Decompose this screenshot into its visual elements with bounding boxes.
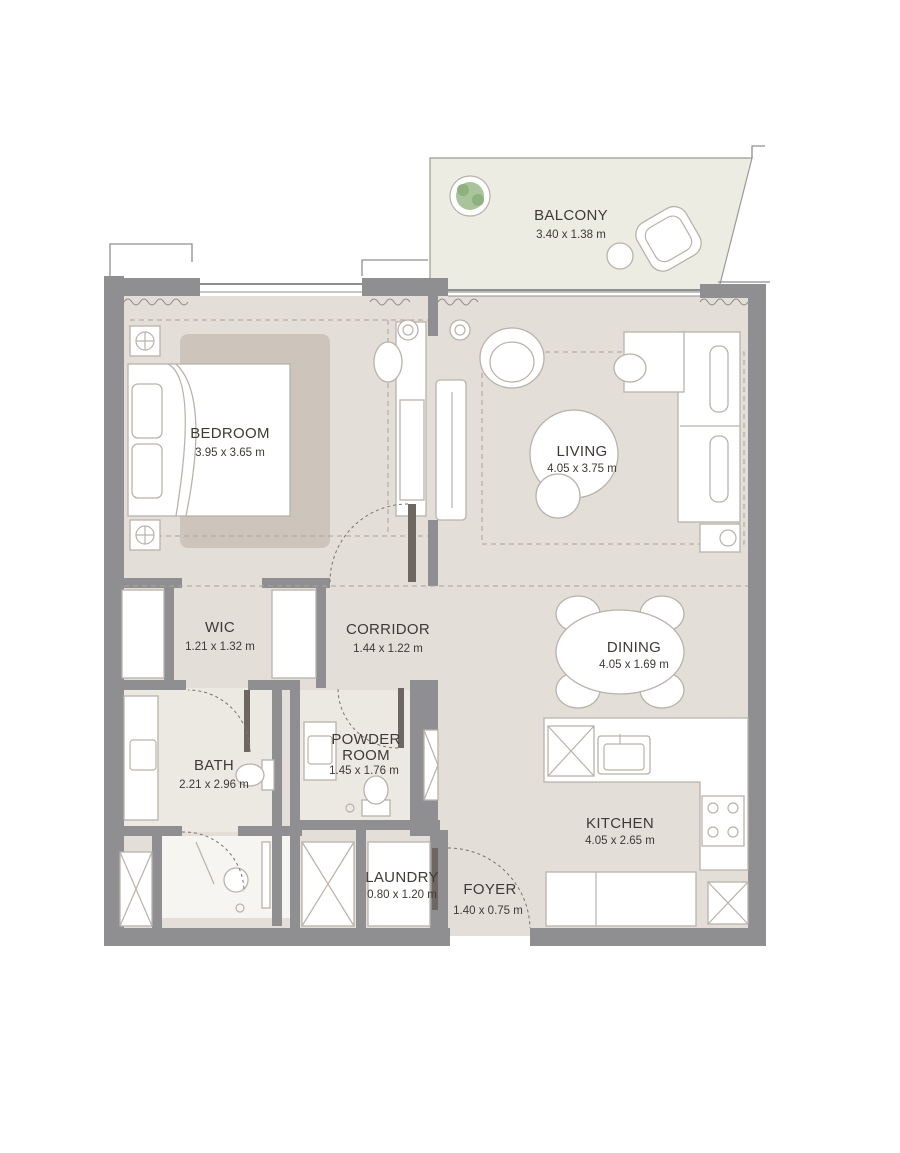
armchair-icon xyxy=(479,327,545,389)
fridge-counter xyxy=(545,871,697,927)
chair-icon xyxy=(373,341,403,383)
powder-room-size: 1.45 x 1.76 m xyxy=(329,765,399,777)
bed-icon xyxy=(127,363,291,517)
sink-icon xyxy=(597,734,651,775)
balcony-size: 3.40 x 1.38 m xyxy=(536,229,606,241)
powder-room-name-1: POWDER xyxy=(331,731,400,748)
foyer-name: FOYER xyxy=(463,881,516,898)
bath-fixtures xyxy=(123,695,275,913)
shower-icon xyxy=(195,841,271,913)
sink-icon xyxy=(303,721,337,781)
wic-size: 1.21 x 1.32 m xyxy=(185,641,255,653)
kitchen-name: KITCHEN xyxy=(586,815,654,832)
sofa-icon xyxy=(613,331,741,523)
counter xyxy=(543,717,749,871)
powder-room-name-2: ROOM xyxy=(342,747,390,764)
bath-size: 2.21 x 2.96 m xyxy=(179,779,249,791)
bedroom-furniture xyxy=(127,319,467,551)
kitchen-furniture xyxy=(543,717,749,927)
dining-size: 4.05 x 1.69 m xyxy=(599,659,669,671)
bedroom-name: BEDROOM xyxy=(190,425,270,442)
stove-icon xyxy=(701,795,745,847)
doors xyxy=(181,503,531,929)
laundry-size: 0.80 x 1.20 m xyxy=(367,889,437,901)
nightstand-icon xyxy=(129,519,161,551)
side-table-icon xyxy=(606,242,634,270)
wic-name: WIC xyxy=(205,619,235,636)
walls xyxy=(104,145,770,946)
coffee-table-icon xyxy=(529,409,619,519)
corridor-name: CORRIDOR xyxy=(346,621,430,638)
dining-name: DINING xyxy=(607,639,661,656)
wardrobes xyxy=(121,589,317,679)
sink-icon xyxy=(123,695,159,821)
curtains xyxy=(123,298,749,306)
lamp-icon xyxy=(397,319,419,341)
laundry-name: LAUNDRY xyxy=(365,869,439,886)
living-name: LIVING xyxy=(557,443,608,460)
foyer-size: 1.40 x 0.75 m xyxy=(453,905,523,917)
corridor-size: 1.44 x 1.22 m xyxy=(353,643,423,655)
dining-table-icon xyxy=(555,595,685,709)
living-size: 4.05 x 3.75 m xyxy=(547,463,617,475)
balcony-furniture xyxy=(449,175,702,272)
bath-name: BATH xyxy=(194,757,234,774)
toilet-icon xyxy=(235,759,275,791)
living-furniture xyxy=(124,319,748,587)
room-labels: BALCONY 3.40 x 1.38 m BEDROOM 3.95 x 3.6… xyxy=(179,207,669,917)
store-cabinets xyxy=(119,841,431,927)
bedroom-size: 3.95 x 3.65 m xyxy=(195,447,265,459)
fridge-icon xyxy=(707,881,749,925)
nightstand-icon xyxy=(129,325,161,357)
dishwasher-icon xyxy=(547,725,595,777)
plant-icon xyxy=(449,175,491,217)
powder-fixtures xyxy=(303,721,391,817)
toilet-icon xyxy=(361,775,391,817)
balcony-name: BALCONY xyxy=(534,207,608,224)
armchair-icon xyxy=(635,205,702,272)
kitchen-size: 4.05 x 2.65 m xyxy=(585,835,655,847)
